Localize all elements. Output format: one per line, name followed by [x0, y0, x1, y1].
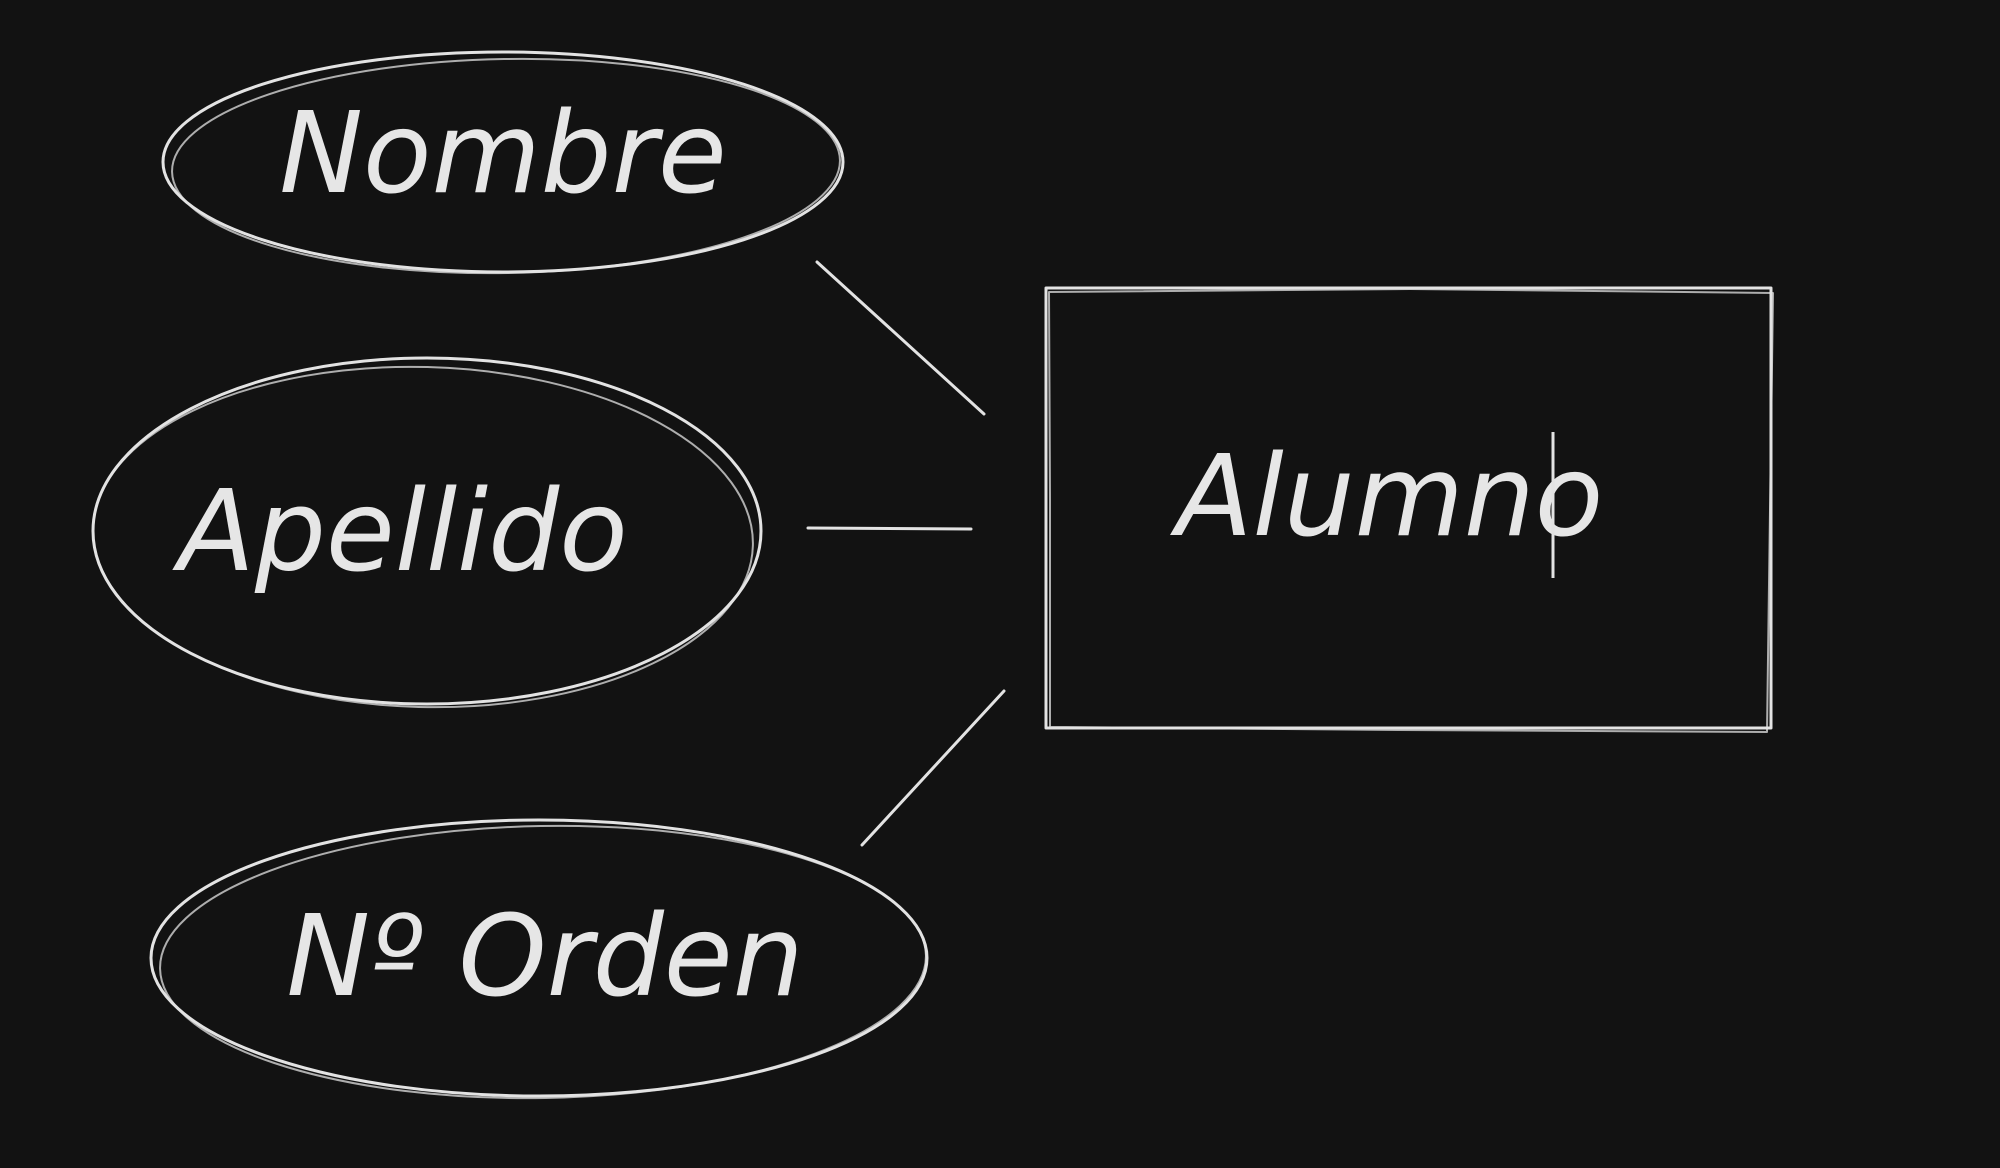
- connector-apellido[interactable]: [806, 526, 973, 531]
- connector-orden[interactable]: [860, 689, 1006, 847]
- attribute-orden-label: Nº Orden: [286, 892, 803, 1022]
- entity-alumno-label: Alumno: [1170, 432, 1603, 562]
- attribute-nombre-ellipse-sketch: [171, 57, 841, 275]
- attribute-apellido-label: Apellido: [172, 467, 628, 597]
- entity-alumno[interactable]: Alumno: [1044, 286, 1774, 733]
- attribute-orden-ellipse-sketch: [159, 824, 927, 1100]
- attribute-nombre-ellipse: [161, 50, 845, 274]
- entity-alumno-box-sketch: [1048, 288, 1774, 733]
- attribute-apellido-ellipse-sketch: [92, 365, 754, 709]
- attribute-orden[interactable]: Nº Orden: [149, 818, 929, 1104]
- attribute-nombre-label: Nombre: [279, 89, 726, 219]
- connector-nombre[interactable]: [815, 260, 986, 416]
- attribute-nombre[interactable]: Nombre: [161, 50, 845, 279]
- attribute-orden-ellipse: [149, 818, 929, 1098]
- attribute-apellido[interactable]: Apellido: [89, 356, 763, 716]
